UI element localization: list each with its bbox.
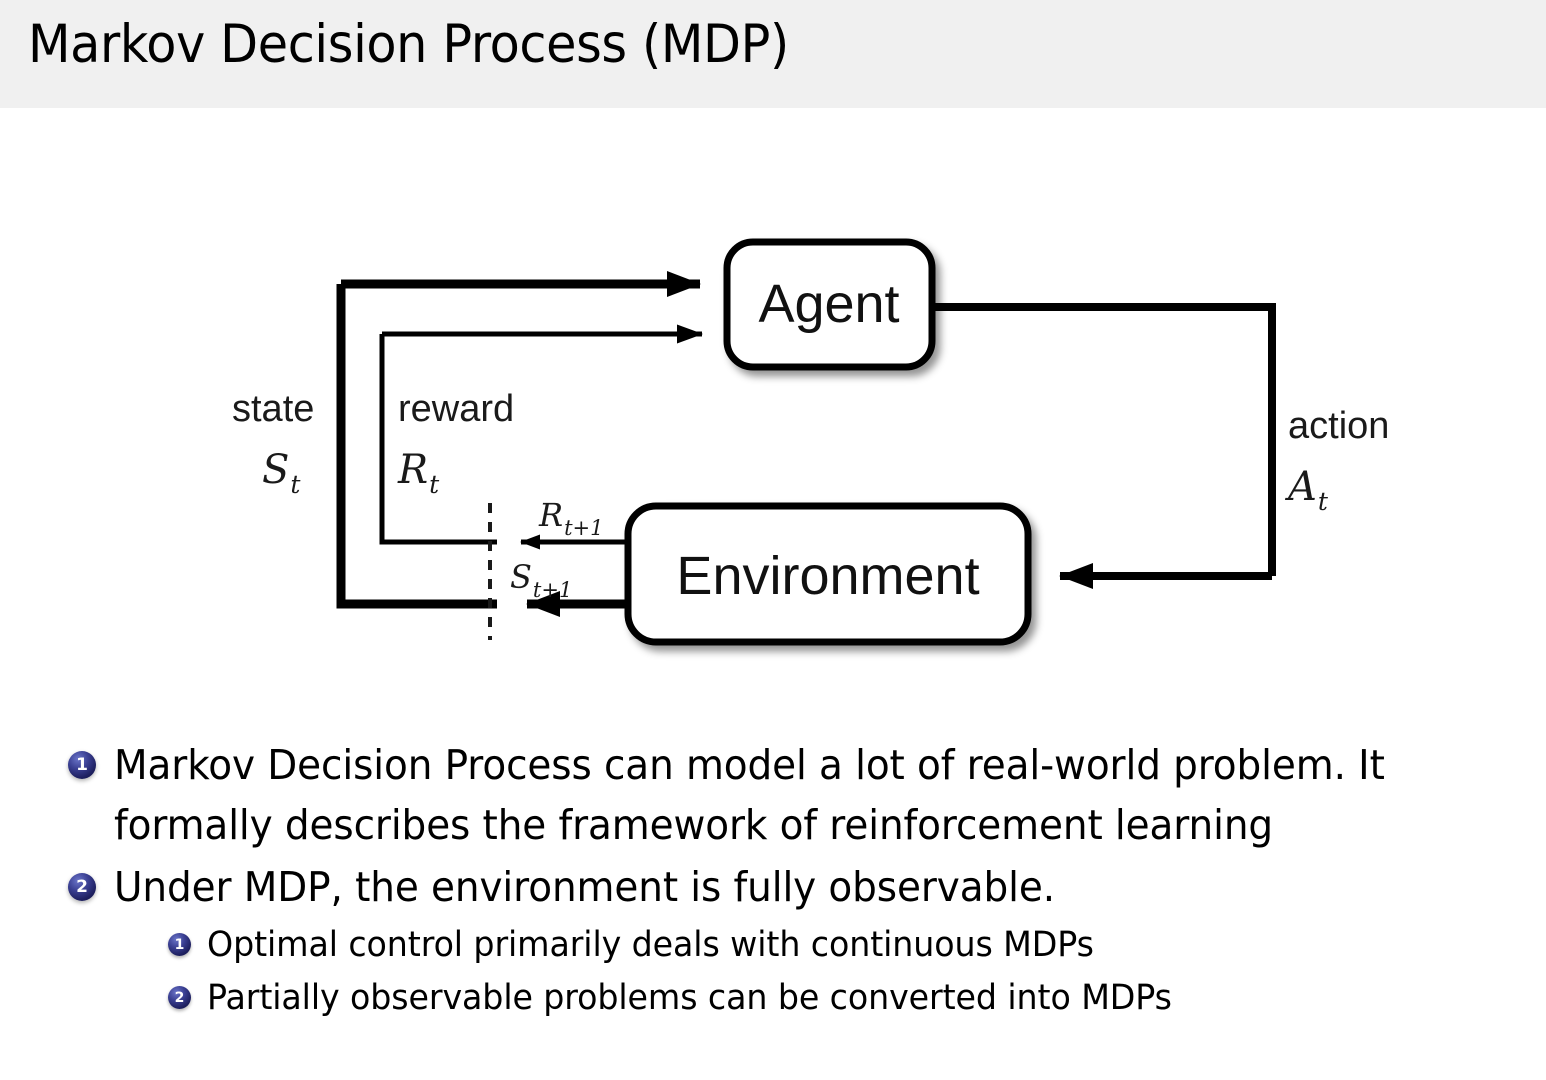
sub-bullet-badge-number: 1 [174, 937, 185, 953]
sub-bullet-badge-number: 2 [174, 990, 185, 1006]
agent-node-label: Agent [758, 274, 899, 334]
sub-list-item-text: Optimal control primarily deals with con… [207, 925, 1094, 965]
list-item-line: formally describes the framework of rein… [114, 801, 1274, 849]
sub-bullet-badge-1: 1 [168, 933, 191, 956]
sub-list-item: 1 Optimal control primarily deals with c… [168, 919, 1546, 972]
environment-node-label: Environment [676, 546, 979, 606]
reward-symbol: Rt [397, 447, 440, 499]
agent-node[interactable]: Agent [723, 238, 936, 371]
list-item-line: Markov Decision Process can model a lot … [114, 741, 1385, 789]
sub-bullet-badge-2: 2 [168, 986, 191, 1009]
slide-header-bar: Markov Decision Process (MDP) [0, 0, 1546, 108]
sub-list-item: 2 Partially observable problems can be c… [168, 972, 1546, 1025]
list-item: 1 Markov Decision Process can model a lo… [68, 735, 1546, 855]
next-state-symbol: St+1 [510, 558, 572, 602]
list-item-line: Under MDP, the environment is fully obse… [114, 863, 1056, 911]
reward-label: reward [398, 388, 514, 430]
bullet-list: 1 Markov Decision Process can model a lo… [0, 735, 1546, 1025]
page-title: Markov Decision Process (MDP) [28, 14, 789, 75]
edge-reward-path [379, 324, 703, 545]
action-symbol: At [1284, 464, 1329, 516]
bullet-badge-2: 2 [68, 873, 96, 901]
list-item-text: Markov Decision Process can model a lot … [114, 735, 1444, 855]
edge-action-path [932, 303, 1276, 589]
state-symbol: St [262, 447, 301, 499]
list-item: 2 Under MDP, the environment is fully ob… [68, 857, 1546, 917]
state-label: state [232, 388, 314, 430]
bullet-badge-number: 1 [76, 755, 88, 775]
bullet-badge-1: 1 [68, 751, 96, 779]
action-label: action [1288, 405, 1389, 447]
next-reward-symbol: Rt+1 [538, 496, 604, 540]
edge-state-path [336, 271, 701, 609]
mdp-interaction-diagram: Agent Environment state St reward Rt act… [0, 108, 1546, 708]
bullet-badge-number: 2 [76, 877, 88, 897]
environment-node[interactable]: Environment [624, 502, 1032, 646]
sub-list-item-text: Partially observable problems can be con… [207, 978, 1172, 1018]
list-item-text: Under MDP, the environment is fully obse… [114, 857, 1444, 917]
